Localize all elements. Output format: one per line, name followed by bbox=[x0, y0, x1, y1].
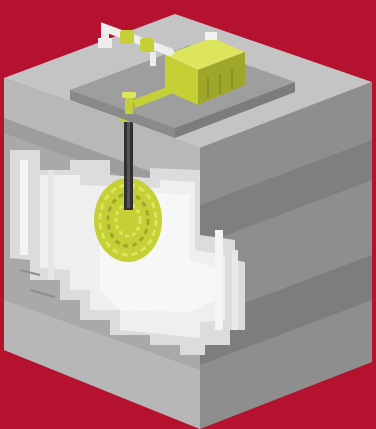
illustration-stage bbox=[0, 0, 376, 429]
cavern-illustration bbox=[0, 0, 376, 429]
